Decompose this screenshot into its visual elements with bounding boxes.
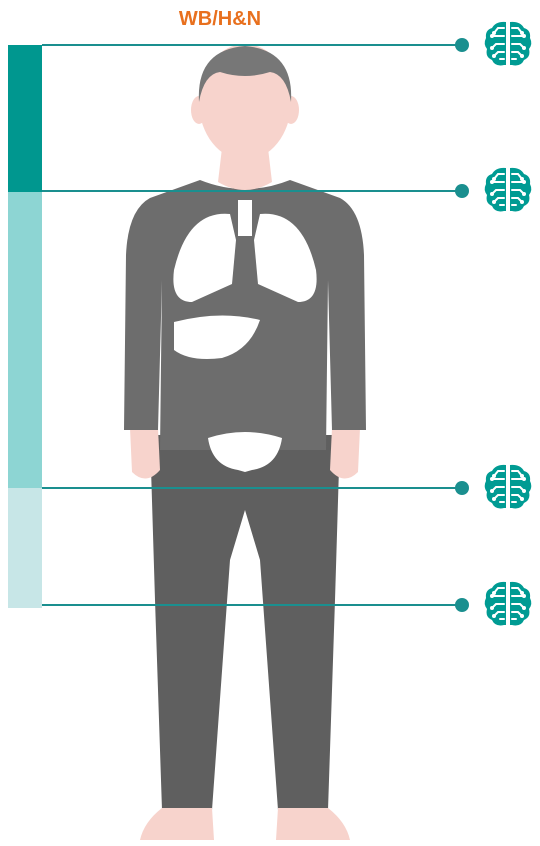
- right-foot: [276, 808, 350, 840]
- marker-dot-top: [455, 38, 469, 52]
- marker-dot-thigh: [455, 598, 469, 612]
- segment-head-neck: [8, 45, 42, 192]
- brain-circuit-icon: [482, 18, 534, 70]
- marker-dot-hip: [455, 481, 469, 495]
- left-foot: [140, 808, 214, 840]
- trachea: [238, 200, 252, 236]
- marker-dot-neck: [455, 184, 469, 198]
- marker-line-hip: [42, 487, 460, 489]
- brain-circuit-icon: [482, 461, 534, 513]
- segment-pelvis: [8, 488, 42, 608]
- brain-circuit-icon: [482, 164, 534, 216]
- marker-line-thigh: [42, 604, 460, 606]
- right-hand: [330, 428, 360, 479]
- pants: [150, 435, 340, 810]
- human-figure: [100, 40, 390, 846]
- segment-torso: [8, 192, 42, 488]
- left-hand: [130, 428, 160, 479]
- title: WB/H&N: [120, 8, 320, 31]
- marker-line-top: [42, 44, 460, 46]
- marker-line-neck: [42, 190, 460, 192]
- brain-circuit-icon: [482, 578, 534, 630]
